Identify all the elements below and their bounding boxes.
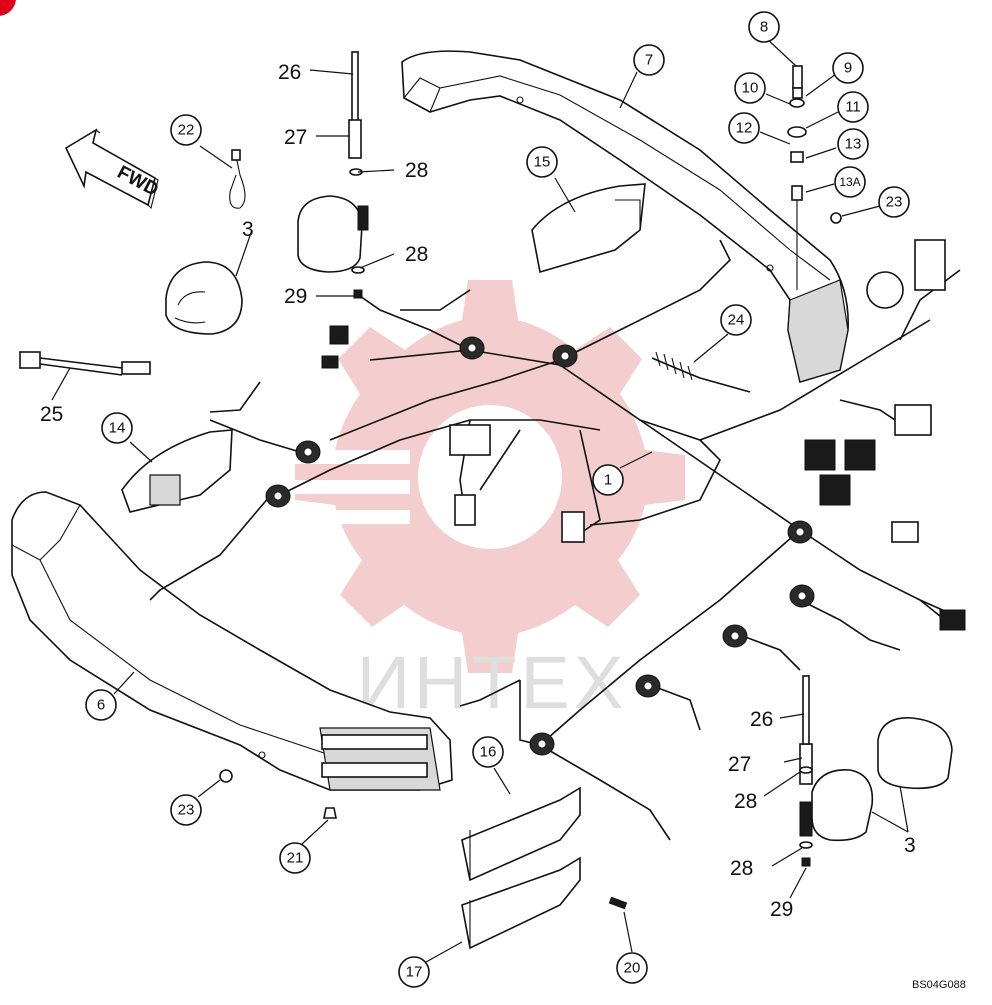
callout-number: 28 [405, 159, 428, 182]
callout-number: 13 [845, 136, 862, 153]
callout-badges: 1 7 8 9 10 11 12 13 13A 14 15 16 17 20 2… [85, 11, 910, 988]
callout-13: 13 [837, 128, 869, 160]
callout-number: 1 [604, 472, 612, 489]
callout-23b: 23 [878, 186, 910, 218]
callout-number: 3 [904, 834, 916, 857]
callout-number: 24 [728, 312, 745, 329]
callout-number: 26 [278, 61, 301, 84]
callout-number: 6 [97, 697, 105, 714]
callout-number: 10 [742, 80, 759, 97]
forward-arrow-icon: FWD [64, 128, 162, 210]
callout-10: 10 [734, 72, 766, 104]
plug-23 [219, 769, 233, 783]
callout-11: 11 [837, 91, 869, 123]
callout-23a: 23 [170, 794, 202, 826]
callout-number: 3 [242, 218, 254, 241]
callout-22: 22 [170, 114, 202, 146]
callout-number: 23 [178, 802, 195, 819]
lens-17 [461, 856, 581, 950]
callout-number: 14 [109, 420, 126, 437]
callout-8: 8 [748, 11, 780, 43]
callout-number: 12 [736, 120, 753, 137]
figure-code: BS04G088 [912, 979, 966, 991]
callout-9: 9 [832, 52, 864, 84]
callout-number: 28 [734, 790, 757, 813]
plain-labels: 26 27 28 3 28 29 25 26 27 28 3 28 29 [40, 61, 916, 921]
callout-number: 16 [480, 744, 497, 761]
callout-21: 21 [279, 842, 311, 874]
callout-number: 22 [178, 122, 195, 139]
lens-15 [531, 183, 646, 274]
rear-fender-bar [401, 50, 849, 384]
work-lamp-upper [165, 195, 369, 335]
lens-14 [121, 429, 233, 513]
callout-number: 23 [886, 194, 903, 211]
callout-17: 17 [398, 956, 430, 988]
callout-number: 28 [730, 857, 753, 880]
callout-number: 28 [405, 243, 428, 266]
callout-12: 12 [728, 112, 760, 144]
callout-20: 20 [616, 952, 648, 984]
callout-16: 16 [472, 736, 504, 768]
cable-strap-22 [229, 149, 246, 209]
bolt-stack-upper [348, 51, 365, 299]
callout-number: 13A [839, 175, 860, 189]
callout-1: 1 [592, 464, 624, 496]
screw-21 [323, 807, 337, 819]
work-lamp-lower [799, 675, 953, 867]
callout-number: 20 [624, 960, 641, 977]
callout-number: 7 [645, 52, 653, 69]
callout-14: 14 [101, 412, 133, 444]
corner-badge [0, 0, 16, 16]
screw-20 [608, 896, 628, 910]
callout-13a: 13A [834, 166, 866, 198]
front-fender-bar [11, 491, 453, 791]
callout-number: 29 [284, 285, 307, 308]
connector-24 [651, 351, 751, 393]
watermark: ИНТЕХ [290, 280, 685, 724]
callout-number: 17 [406, 964, 423, 981]
callout-number: 11 [845, 99, 861, 116]
callout-7: 7 [633, 44, 665, 76]
callout-6: 6 [85, 689, 117, 721]
watermark-text: ИНТЕХ [357, 641, 628, 724]
callout-number: 21 [287, 850, 304, 867]
main-wire-harness [149, 239, 966, 841]
callout-15: 15 [526, 146, 558, 178]
callout-24: 24 [720, 304, 752, 336]
callout-number: 29 [770, 898, 793, 921]
lens-16 [461, 786, 581, 882]
callout-number: 15 [534, 154, 551, 171]
grommets [265, 336, 815, 756]
callout-number: 27 [284, 126, 307, 149]
callout-number: 27 [728, 753, 751, 776]
harness-connectors [321, 239, 966, 631]
jumper-harness-25 [19, 351, 151, 376]
leader-lines [51, 37, 909, 963]
callout-number: 26 [750, 708, 773, 731]
callout-number: 25 [40, 403, 63, 426]
callout-number: 8 [760, 19, 768, 36]
callout-number: 9 [844, 60, 852, 77]
hardware-stack [787, 65, 842, 290]
